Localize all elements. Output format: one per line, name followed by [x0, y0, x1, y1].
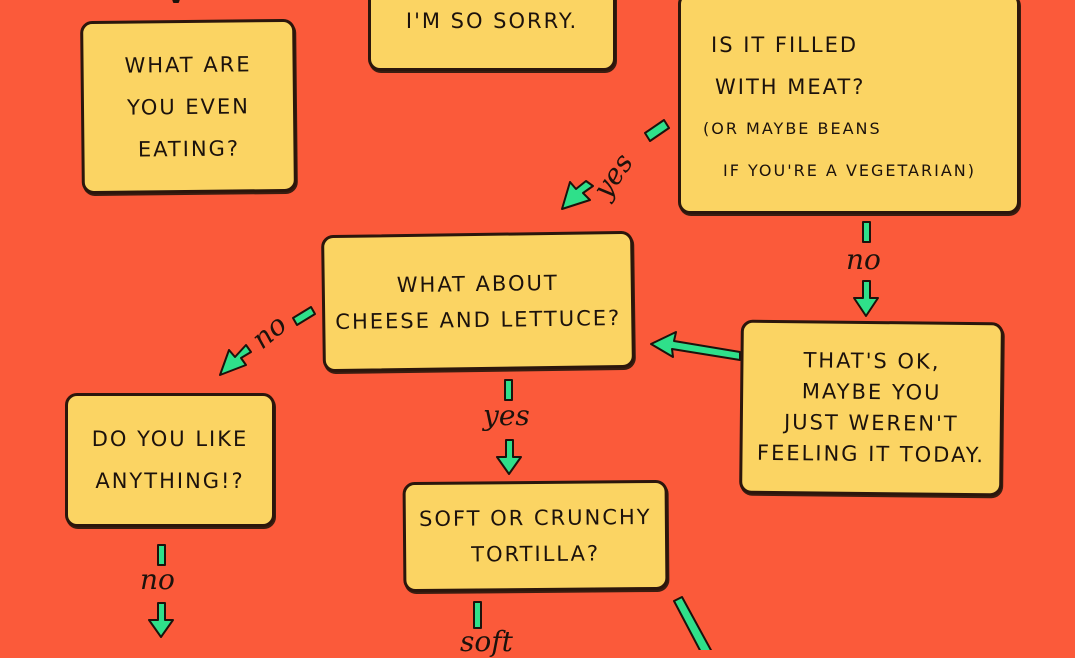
- arrow-yes-meat-to-cheese: [561, 119, 670, 210]
- node-text-line: Tortilla?: [471, 541, 601, 567]
- edge-label-yes: yes: [483, 399, 530, 432]
- node-text-line: Anything!?: [95, 469, 245, 493]
- arrow-yes-cheese-to-softcrunchy: [496, 379, 522, 475]
- arrow-soft-to-below: [473, 601, 482, 629]
- node-filled-with-meat: Is it Filled With Meat? (or maybe beans …: [678, 0, 1020, 214]
- arrow-tip-top: [172, 0, 180, 3]
- node-text-line: With Meat?: [715, 75, 866, 99]
- edge-label-no: no: [140, 563, 175, 596]
- node-text-line: Maybe You: [801, 379, 942, 405]
- node-text-line: Feeling It Today.: [756, 440, 986, 468]
- node-text-line: You Even: [126, 93, 251, 120]
- node-text-line: Do You Like: [91, 427, 249, 451]
- node-text-line: if you're a vegetarian): [723, 161, 976, 180]
- node-text-line: What Are: [124, 51, 252, 78]
- arrow-crunchy-to-below-right: [673, 596, 713, 650]
- node-text-line: Eating?: [137, 135, 241, 162]
- edge-label-no: no: [846, 243, 881, 276]
- node-text-line: Just Weren't: [783, 410, 959, 436]
- arrow-no-cheese-to-anything: [219, 306, 316, 376]
- arrow-no-anything-to-below: [148, 544, 174, 638]
- arrow-no-meat-to-thatsok: [853, 221, 879, 317]
- node-thats-ok: That's ok, Maybe You Just Weren't Feelin…: [739, 319, 1004, 497]
- node-text-line: (or maybe beans: [703, 119, 882, 138]
- node-what-are-you-eating: What Are You Even Eating?: [80, 18, 297, 195]
- node-soft-or-crunchy: Soft or Crunchy Tortilla?: [402, 479, 669, 593]
- arrow-thatsok-to-cheese: [650, 331, 741, 361]
- node-im-so-sorry: I'm so sorry.: [368, 0, 616, 71]
- node-text-line: Cheese and Lettuce?: [335, 305, 622, 334]
- node-text-line: Is it Filled: [711, 33, 859, 57]
- node-text-line: Soft or Crunchy: [418, 504, 652, 532]
- edge-label-soft: soft: [460, 625, 513, 658]
- node-text-line: I'm so sorry.: [405, 9, 579, 33]
- node-like-anything: Do You Like Anything!?: [65, 393, 275, 527]
- node-cheese-and-lettuce: What About Cheese and Lettuce?: [321, 230, 635, 373]
- node-text-line: What About: [396, 270, 559, 297]
- node-text-line: That's ok,: [803, 348, 941, 374]
